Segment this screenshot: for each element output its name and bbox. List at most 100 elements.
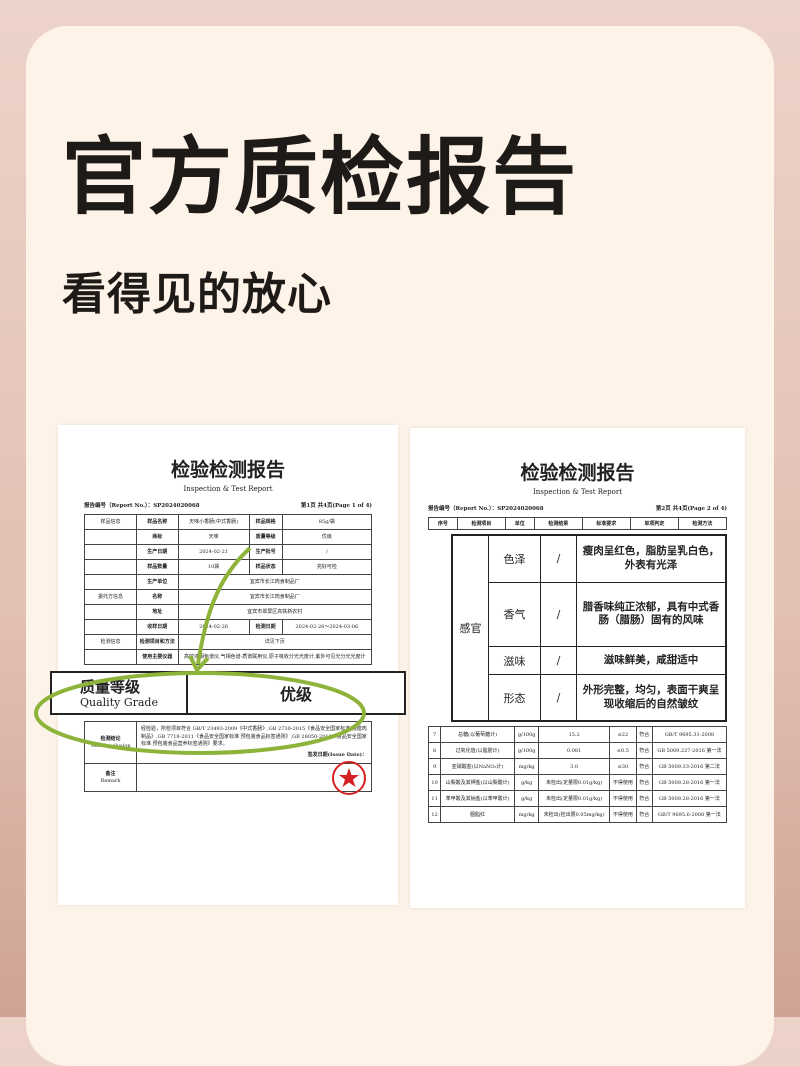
table-cell: 未检出(检出限0.05mg/kg) bbox=[538, 806, 610, 824]
table-cell: 检测项目和方法 bbox=[136, 634, 179, 651]
table-cell bbox=[84, 544, 137, 561]
table-cell: GB/T 9695.6-2008 第一法 bbox=[651, 806, 728, 824]
sensory-row: 形态/外形完整，均匀，表面干爽呈现收缩后的自然皱纹 bbox=[489, 675, 725, 721]
table-cell: 符合 bbox=[635, 758, 653, 776]
inspection-report-page-1: 检验检测报告 Inspection & Test Report 报告编号（Rep… bbox=[50, 425, 406, 905]
table-row: 生产单位宜宾市长江肉食制品厂 bbox=[84, 574, 373, 591]
sensory-row: 香气/腊香味纯正浓郁，具有中式香肠（腊肠）固有的风味 bbox=[489, 582, 725, 647]
column-header: 检测项目 bbox=[456, 517, 506, 531]
table-cell: GB/T 9695.31-2008 bbox=[651, 726, 728, 744]
quality-grade-label: 质量等级 bbox=[80, 678, 141, 697]
remark-label-en: Remark bbox=[100, 777, 121, 784]
table-cell: 优级 bbox=[281, 529, 373, 546]
table-cell: g/kg bbox=[514, 774, 540, 792]
column-header: 检测结果 bbox=[533, 517, 583, 531]
sensory-result: / bbox=[541, 582, 577, 646]
table-cell: 7 bbox=[427, 726, 442, 744]
report-number: 报告编号（Report No.）：SP2024020068 bbox=[84, 503, 200, 510]
column-header: 标准要求 bbox=[581, 517, 631, 531]
table-cell: 符合 bbox=[635, 726, 653, 744]
table-cell: 胭脂红 bbox=[440, 806, 516, 824]
table-cell: 9 bbox=[427, 758, 442, 776]
table-cell: 生产批号 bbox=[248, 544, 283, 561]
column-header: 单项判定 bbox=[629, 517, 679, 531]
table-cell: GB 5009.227-2016 第一法 bbox=[651, 742, 728, 760]
table-cell: 样品规格 bbox=[248, 514, 283, 531]
table-cell: 未检出(定量限0.01g/kg) bbox=[538, 774, 610, 792]
table-cell: 0.081 bbox=[538, 742, 610, 760]
results-header: 序号检测项目单位检测结果标准要求单项判定检测方法 bbox=[428, 517, 728, 531]
sensory-label: 感官 bbox=[453, 536, 489, 721]
table-cell: 名称 bbox=[136, 589, 179, 606]
table-cell bbox=[84, 649, 137, 666]
conclusion-label-en: Test Conclusion bbox=[90, 742, 131, 749]
table-cell: 2024-02-21 bbox=[177, 544, 250, 561]
table-cell: ≤0.5 bbox=[608, 742, 637, 760]
table-cell: 样品状态 bbox=[248, 559, 283, 576]
table-cell bbox=[84, 559, 137, 576]
column-header: 序号 bbox=[428, 517, 458, 531]
table-cell: 不得使用 bbox=[608, 790, 637, 808]
table-cell: 总糖(以葡萄糖计) bbox=[440, 726, 516, 744]
sensory-result: / bbox=[541, 675, 577, 721]
page-subtitle: 看得见的放心 bbox=[62, 269, 332, 320]
table-cell: 10袋 bbox=[177, 559, 250, 576]
table-cell: 委托方信息 bbox=[84, 589, 137, 606]
table-row: 使用主要仪器高效液相色谱仪,气相色谱-质谱联用仪,原子吸收分光光度计,紫外可见光… bbox=[84, 649, 373, 666]
table-cell: g/100g bbox=[514, 726, 540, 744]
table-cell bbox=[84, 604, 137, 621]
table-cell: 收样日期 bbox=[136, 619, 179, 636]
table-cell: 天味 bbox=[177, 529, 250, 546]
table-cell: mg/kg bbox=[514, 758, 540, 776]
table-row: 委托方信息名称宜宾市长江肉食制品厂 bbox=[84, 589, 373, 606]
table-cell: 生产日期 bbox=[136, 544, 179, 561]
table-cell: 符合 bbox=[635, 742, 653, 760]
page-number: 第2页 共4页(Page 2 of 4) bbox=[655, 506, 727, 513]
remark-label: 备注 bbox=[105, 770, 116, 777]
table-cell bbox=[84, 619, 137, 636]
table-row: 商标天味质量等级优级 bbox=[84, 529, 373, 546]
table-cell: 使用主要仪器 bbox=[136, 649, 179, 666]
sensory-name: 色泽 bbox=[489, 536, 541, 582]
table-cell: 符合 bbox=[635, 774, 653, 792]
table-cell: 完好可检 bbox=[281, 559, 373, 576]
table-cell: 符合 bbox=[635, 806, 653, 824]
table-cell: 3.0 bbox=[538, 758, 610, 776]
sensory-row: 滋味/滋味鲜美，咸甜适中 bbox=[489, 646, 725, 676]
column-header: 单位 bbox=[504, 517, 535, 531]
sensory-name: 香气 bbox=[489, 582, 541, 646]
table-cell: GB 5009.28-2016 第一法 bbox=[651, 774, 728, 792]
table-cell: 过氧化值(以脂肪计) bbox=[440, 742, 516, 760]
table-cell: 样品数量 bbox=[136, 559, 179, 576]
table-cell: 2024-02-26～2024-03-06 bbox=[281, 619, 373, 636]
table-cell: 2024-02-26 bbox=[177, 619, 250, 636]
sensory-desc: 外形完整，均匀，表面干爽呈现收缩后的自然皱纹 bbox=[582, 684, 720, 710]
table-cell: 样品信息 bbox=[84, 514, 137, 531]
table-cell: 地址 bbox=[136, 604, 179, 621]
report-subtitle: Inspection & Test Report bbox=[532, 487, 623, 496]
table-cell: 8 bbox=[427, 742, 442, 760]
table-cell: 检测信息 bbox=[84, 634, 137, 651]
report-title: 检验检测报告 bbox=[170, 459, 285, 481]
table-cell: GB 5009.33-2016 第二法 bbox=[651, 758, 728, 776]
table-cell: g/kg bbox=[514, 790, 540, 808]
quality-grade-value: 优级 bbox=[279, 685, 312, 705]
conclusion-text: 经检验，所检项目符合 GB/T 23493-2009《中式香肠》,GB 2730… bbox=[141, 726, 367, 748]
table-cell: / bbox=[281, 544, 373, 561]
table-cell: 详见下页 bbox=[177, 634, 373, 651]
report-subtitle: Inspection & Test Report bbox=[183, 484, 273, 493]
table-cell: 样品名称 bbox=[136, 514, 179, 531]
table-cell: 宜宾市翠屏区高铁新农村 bbox=[177, 604, 373, 621]
sensory-name: 形态 bbox=[489, 675, 541, 721]
table-row: 检测信息检测项目和方法详见下页 bbox=[84, 634, 373, 651]
